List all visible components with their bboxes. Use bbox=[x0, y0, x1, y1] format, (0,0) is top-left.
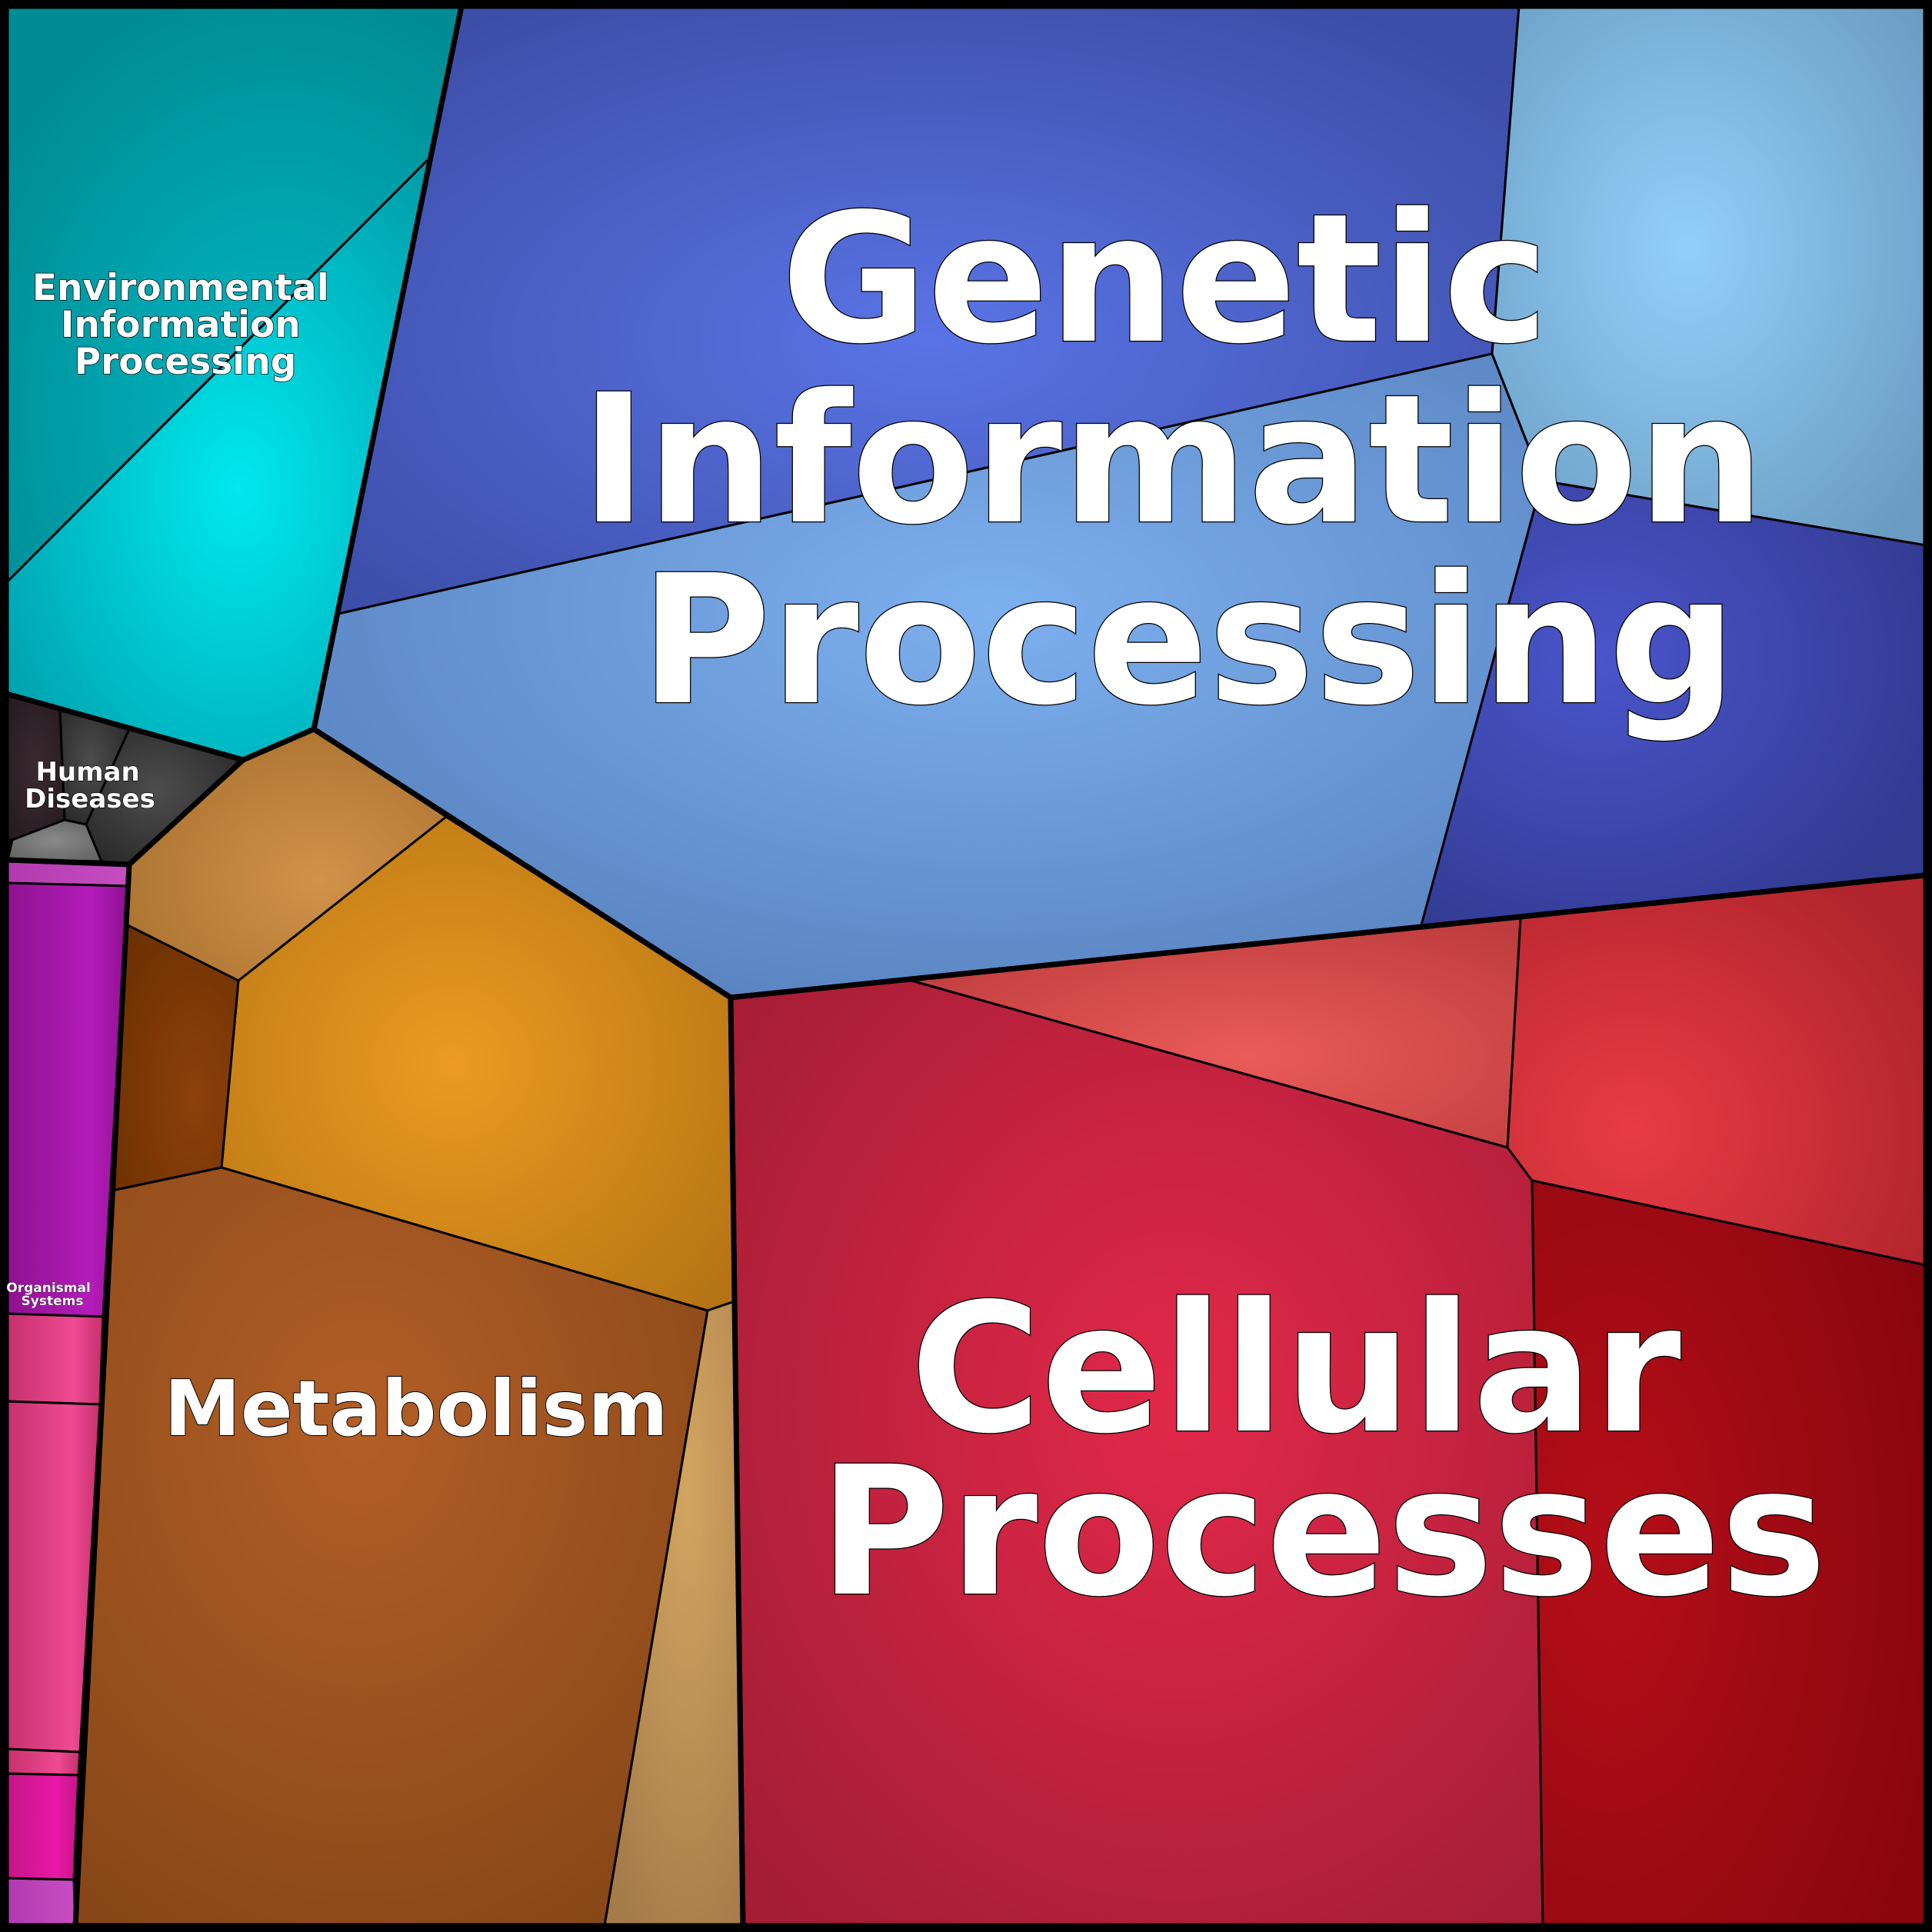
label-human-line2: Diseases bbox=[25, 784, 155, 814]
group-metabolism bbox=[72, 726, 746, 1929]
label-environmental-line3: Processing bbox=[75, 341, 297, 383]
cell-organismal-pink bbox=[5, 1312, 105, 1406]
label-environmental-information-processing: Environmental Information Processing bbox=[32, 267, 341, 383]
label-environmental-line1: Environmental bbox=[32, 267, 329, 309]
label-organismal-line2: Systems bbox=[22, 1294, 84, 1309]
label-cellular-line2: Processes bbox=[819, 1428, 1827, 1636]
label-environmental-line2: Information bbox=[61, 304, 301, 346]
label-human-diseases: Human Diseases bbox=[25, 757, 155, 814]
group-cellular-processes bbox=[728, 872, 1929, 1929]
label-metabolism-line1: Metabolism bbox=[164, 1364, 668, 1454]
label-organismal-line1: Organismal bbox=[6, 1281, 91, 1296]
cell-organismal-orchid bbox=[5, 1877, 77, 1927]
label-metabolism: Metabolism bbox=[164, 1364, 668, 1454]
label-cellular-processes: Cellular Processes bbox=[819, 1265, 1827, 1636]
cell-organismal-strip-a bbox=[5, 1747, 82, 1777]
label-genetic-line1: Genetic bbox=[781, 175, 1548, 383]
label-cellular-line1: Cellular bbox=[910, 1265, 1681, 1473]
label-genetic-line2: Information bbox=[581, 356, 1765, 564]
label-human-line1: Human bbox=[35, 757, 139, 788]
label-genetic-line3: Processing bbox=[640, 537, 1737, 744]
label-genetic-information-processing: Genetic Information Processing bbox=[581, 175, 1827, 744]
label-organismal-systems: Organismal Systems bbox=[6, 1281, 95, 1309]
cell-organismal-deep-pink bbox=[5, 1772, 80, 1881]
